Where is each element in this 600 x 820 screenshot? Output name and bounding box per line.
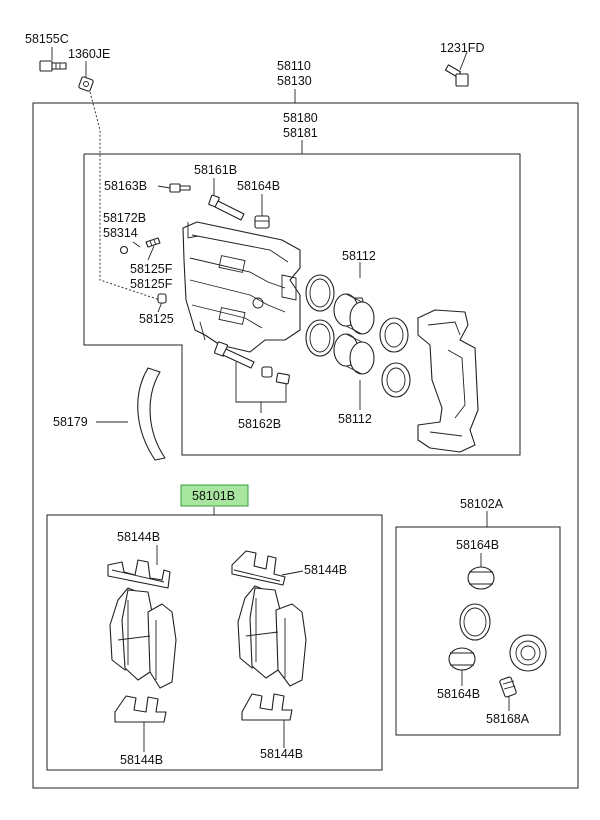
pad-kit-frame bbox=[46, 514, 383, 771]
bolt-58155c-icon bbox=[39, 60, 67, 72]
caliper-group-frame bbox=[83, 153, 521, 456]
bleeder-58172b-icon bbox=[145, 237, 161, 248]
screw-58125-icon bbox=[157, 293, 167, 304]
clip-58144b-bottom-left-icon bbox=[114, 695, 167, 723]
label-58314: 58314 bbox=[103, 226, 138, 240]
label-58125f-1: 58125F bbox=[130, 262, 173, 276]
seal-kit-frame bbox=[395, 526, 561, 736]
label-58163b: 58163B bbox=[104, 179, 147, 193]
label-1360je: 1360JE bbox=[68, 47, 110, 61]
sleeve-58168a-icon bbox=[499, 676, 517, 698]
brake-pad-left-pair-icon bbox=[109, 587, 177, 689]
dust-boot-bottom-icon bbox=[381, 362, 411, 398]
guide-pin-58161b-icon bbox=[208, 194, 245, 221]
label-58144b-bl: 58144B bbox=[120, 753, 163, 767]
label-58112-bottom: 58112 bbox=[338, 412, 372, 426]
washer-1360je-icon bbox=[78, 76, 94, 92]
piston-seal-top-icon bbox=[305, 274, 335, 312]
bolt-1231fd-icon bbox=[444, 64, 469, 87]
label-58144b-br: 58144B bbox=[260, 747, 303, 761]
caliper-body-icon bbox=[182, 221, 301, 353]
shield-58179-icon bbox=[137, 367, 166, 461]
label-58125: 58125 bbox=[139, 312, 174, 326]
piston-58112-top-icon bbox=[333, 293, 375, 335]
label-58144b-tl: 58144B bbox=[117, 530, 160, 544]
pad-kit-highlight bbox=[180, 484, 249, 507]
piston-seal-kit-icon bbox=[459, 603, 491, 641]
main-assembly-frame bbox=[32, 102, 579, 789]
label-58112-top: 58112 bbox=[342, 249, 376, 263]
label-58180: 58180 bbox=[283, 111, 318, 125]
part-labels: 58155C 1360JE 1231FD 58110 58130 58180 5… bbox=[25, 32, 530, 767]
dust-boot-kit-icon bbox=[509, 634, 547, 672]
piston-seal-bottom-icon bbox=[305, 319, 335, 357]
brake-pad-right-pair-icon bbox=[237, 585, 307, 687]
leader-lines bbox=[51, 47, 510, 752]
boot-58164b-kit-bottom-icon bbox=[448, 647, 476, 671]
label-58102a: 58102A bbox=[460, 497, 504, 511]
clip-58144b-top-left-icon bbox=[107, 559, 171, 589]
label-58155c: 58155C bbox=[25, 32, 69, 46]
label-58144b-tr: 58144B bbox=[304, 563, 347, 577]
label-58172b: 58172B bbox=[103, 211, 146, 225]
clip-58144b-bottom-right-icon bbox=[241, 693, 293, 721]
label-58164b-caliper: 58164B bbox=[237, 179, 280, 193]
dashed-reference-line bbox=[89, 91, 161, 301]
label-58181: 58181 bbox=[283, 126, 318, 140]
label-58164b-kit-top: 58164B bbox=[456, 538, 499, 552]
caliper-bracket-icon bbox=[417, 309, 479, 453]
label-58179: 58179 bbox=[53, 415, 88, 429]
guide-pin-58162b-icon bbox=[213, 341, 290, 385]
label-58161b: 58161B bbox=[194, 163, 237, 177]
label-58125f-2: 58125F bbox=[130, 277, 173, 291]
label-58110: 58110 bbox=[277, 59, 311, 73]
boot-58164b-caliper-icon bbox=[254, 215, 270, 229]
label-58101b: 58101B bbox=[192, 489, 235, 503]
clip-58144b-top-right-icon bbox=[231, 550, 286, 586]
label-58164b-kit-bottom: 58164B bbox=[437, 687, 480, 701]
boot-58164b-kit-top-icon bbox=[467, 566, 495, 590]
label-58130: 58130 bbox=[277, 74, 312, 88]
cap-58314-icon bbox=[119, 245, 129, 255]
bolt-58163b-icon bbox=[169, 183, 191, 193]
piston-58112-bottom-icon bbox=[333, 333, 375, 375]
label-58162b: 58162B bbox=[238, 417, 281, 431]
label-1231fd: 1231FD bbox=[440, 41, 484, 55]
dust-boot-top-icon bbox=[379, 317, 409, 353]
label-58168a: 58168A bbox=[486, 712, 530, 726]
